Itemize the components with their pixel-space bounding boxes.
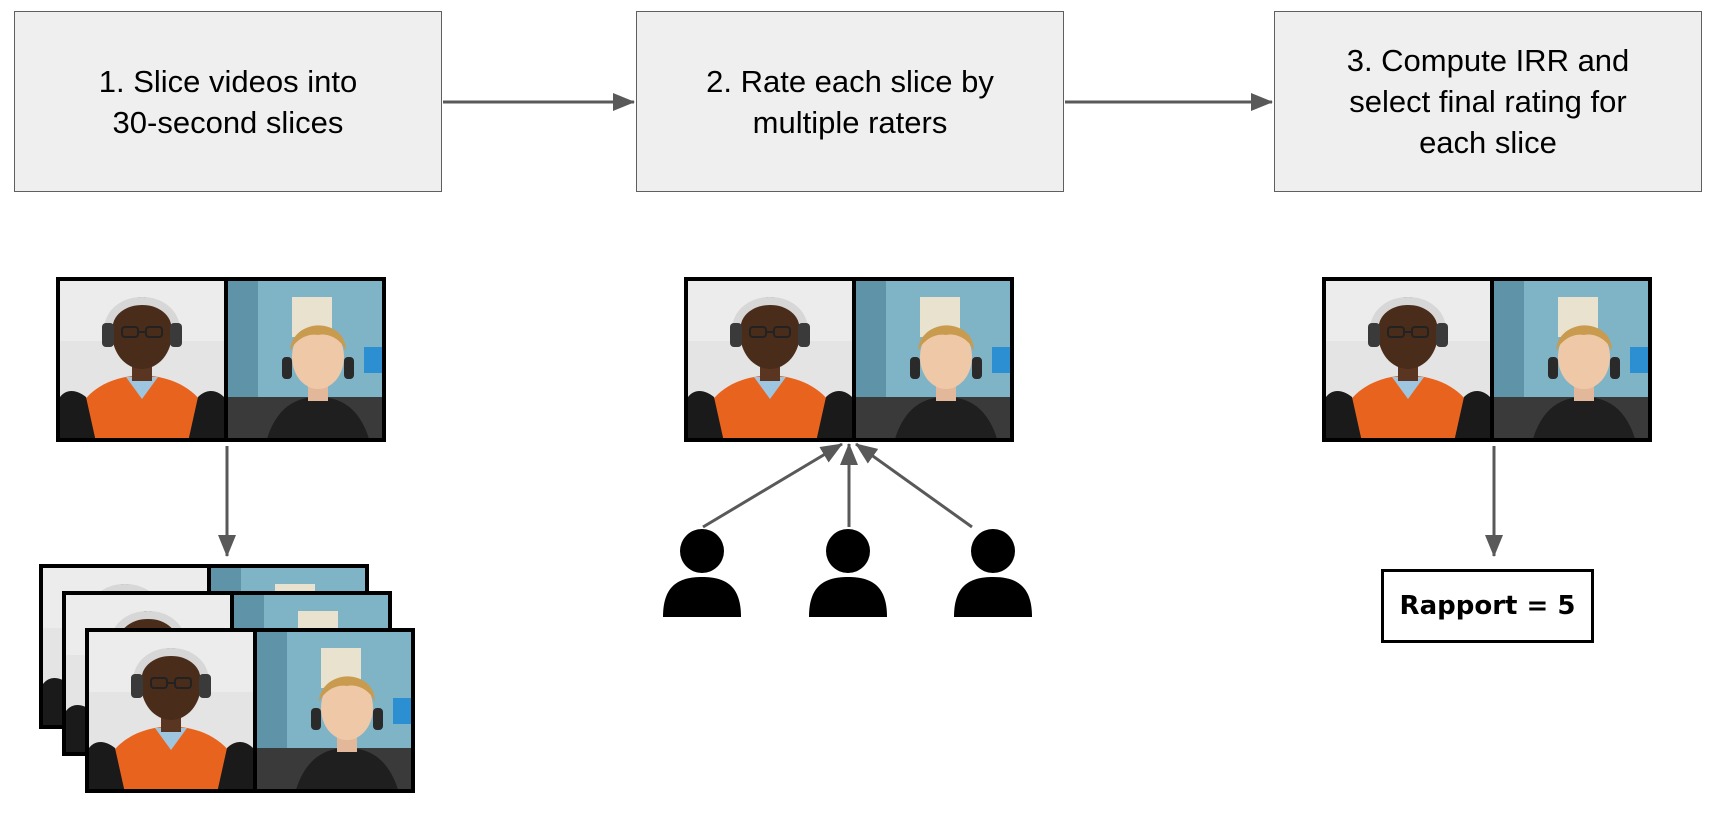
final-rating-label: Rapport = 5 <box>1399 591 1576 621</box>
step-1-box: 1. Slice videos into 30-second slices <box>14 11 442 192</box>
video-slice-3-icon <box>85 628 415 793</box>
step-2-box: 2. Rate each slice by multiple raters <box>636 11 1064 192</box>
person-icon <box>809 529 887 617</box>
video-frame-icon <box>56 277 386 442</box>
step-3-label: 3. Compute IRR and select final rating f… <box>1346 43 1630 160</box>
video-frame-final-icon <box>1322 277 1652 442</box>
final-rating-box: Rapport = 5 <box>1381 569 1594 643</box>
step-1-label: 1. Slice videos into 30-second slices <box>98 63 358 140</box>
step-3-box: 3. Compute IRR and select final rating f… <box>1274 11 1702 192</box>
person-icon <box>954 529 1032 617</box>
video-frame-rated-icon <box>684 277 1014 442</box>
step-2-label: 2. Rate each slice by multiple raters <box>706 63 994 140</box>
arrow-rater-1 <box>702 442 843 529</box>
arrow-rater-3 <box>855 442 973 529</box>
person-icon <box>663 529 741 617</box>
